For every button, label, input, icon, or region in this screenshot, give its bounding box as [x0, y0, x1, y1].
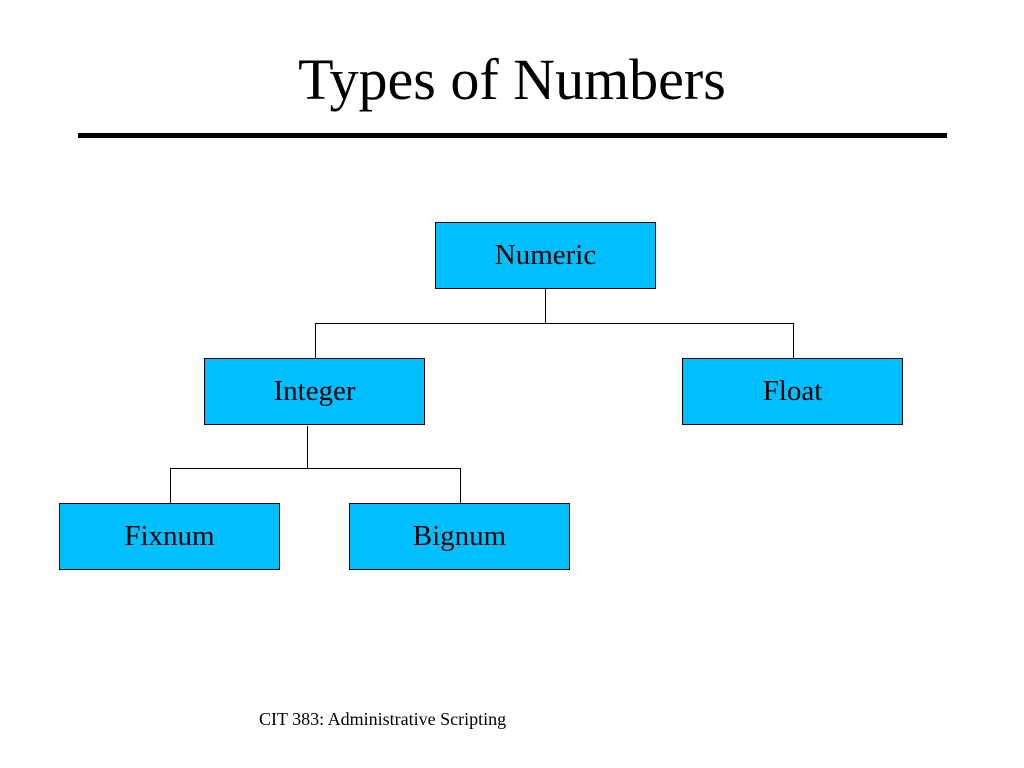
slide-footer: CIT 383: Administrative Scripting: [259, 709, 507, 729]
node-numeric-label: Numeric: [494, 239, 597, 271]
connector-numeric-bar: [315, 323, 794, 324]
node-fixnum-label: Fixnum: [124, 520, 215, 552]
connector-numeric-down: [545, 289, 546, 324]
node-float-label: Float: [762, 375, 823, 407]
node-integer-label: Integer: [273, 375, 356, 407]
node-bignum: Bignum: [349, 503, 570, 570]
connector-integer-bar: [170, 468, 461, 469]
connector-integer-down: [307, 426, 308, 469]
node-float: Float: [682, 358, 903, 425]
title-rule: [78, 133, 947, 138]
connector-to-fixnum: [170, 468, 171, 503]
node-bignum-label: Bignum: [412, 520, 507, 552]
node-integer: Integer: [204, 358, 425, 425]
node-numeric: Numeric: [435, 222, 656, 289]
slide-title: Types of Numbers: [298, 47, 726, 112]
connector-to-bignum: [460, 468, 461, 503]
connector-to-float: [793, 323, 794, 358]
connector-to-integer: [315, 323, 316, 358]
node-fixnum: Fixnum: [59, 503, 280, 570]
